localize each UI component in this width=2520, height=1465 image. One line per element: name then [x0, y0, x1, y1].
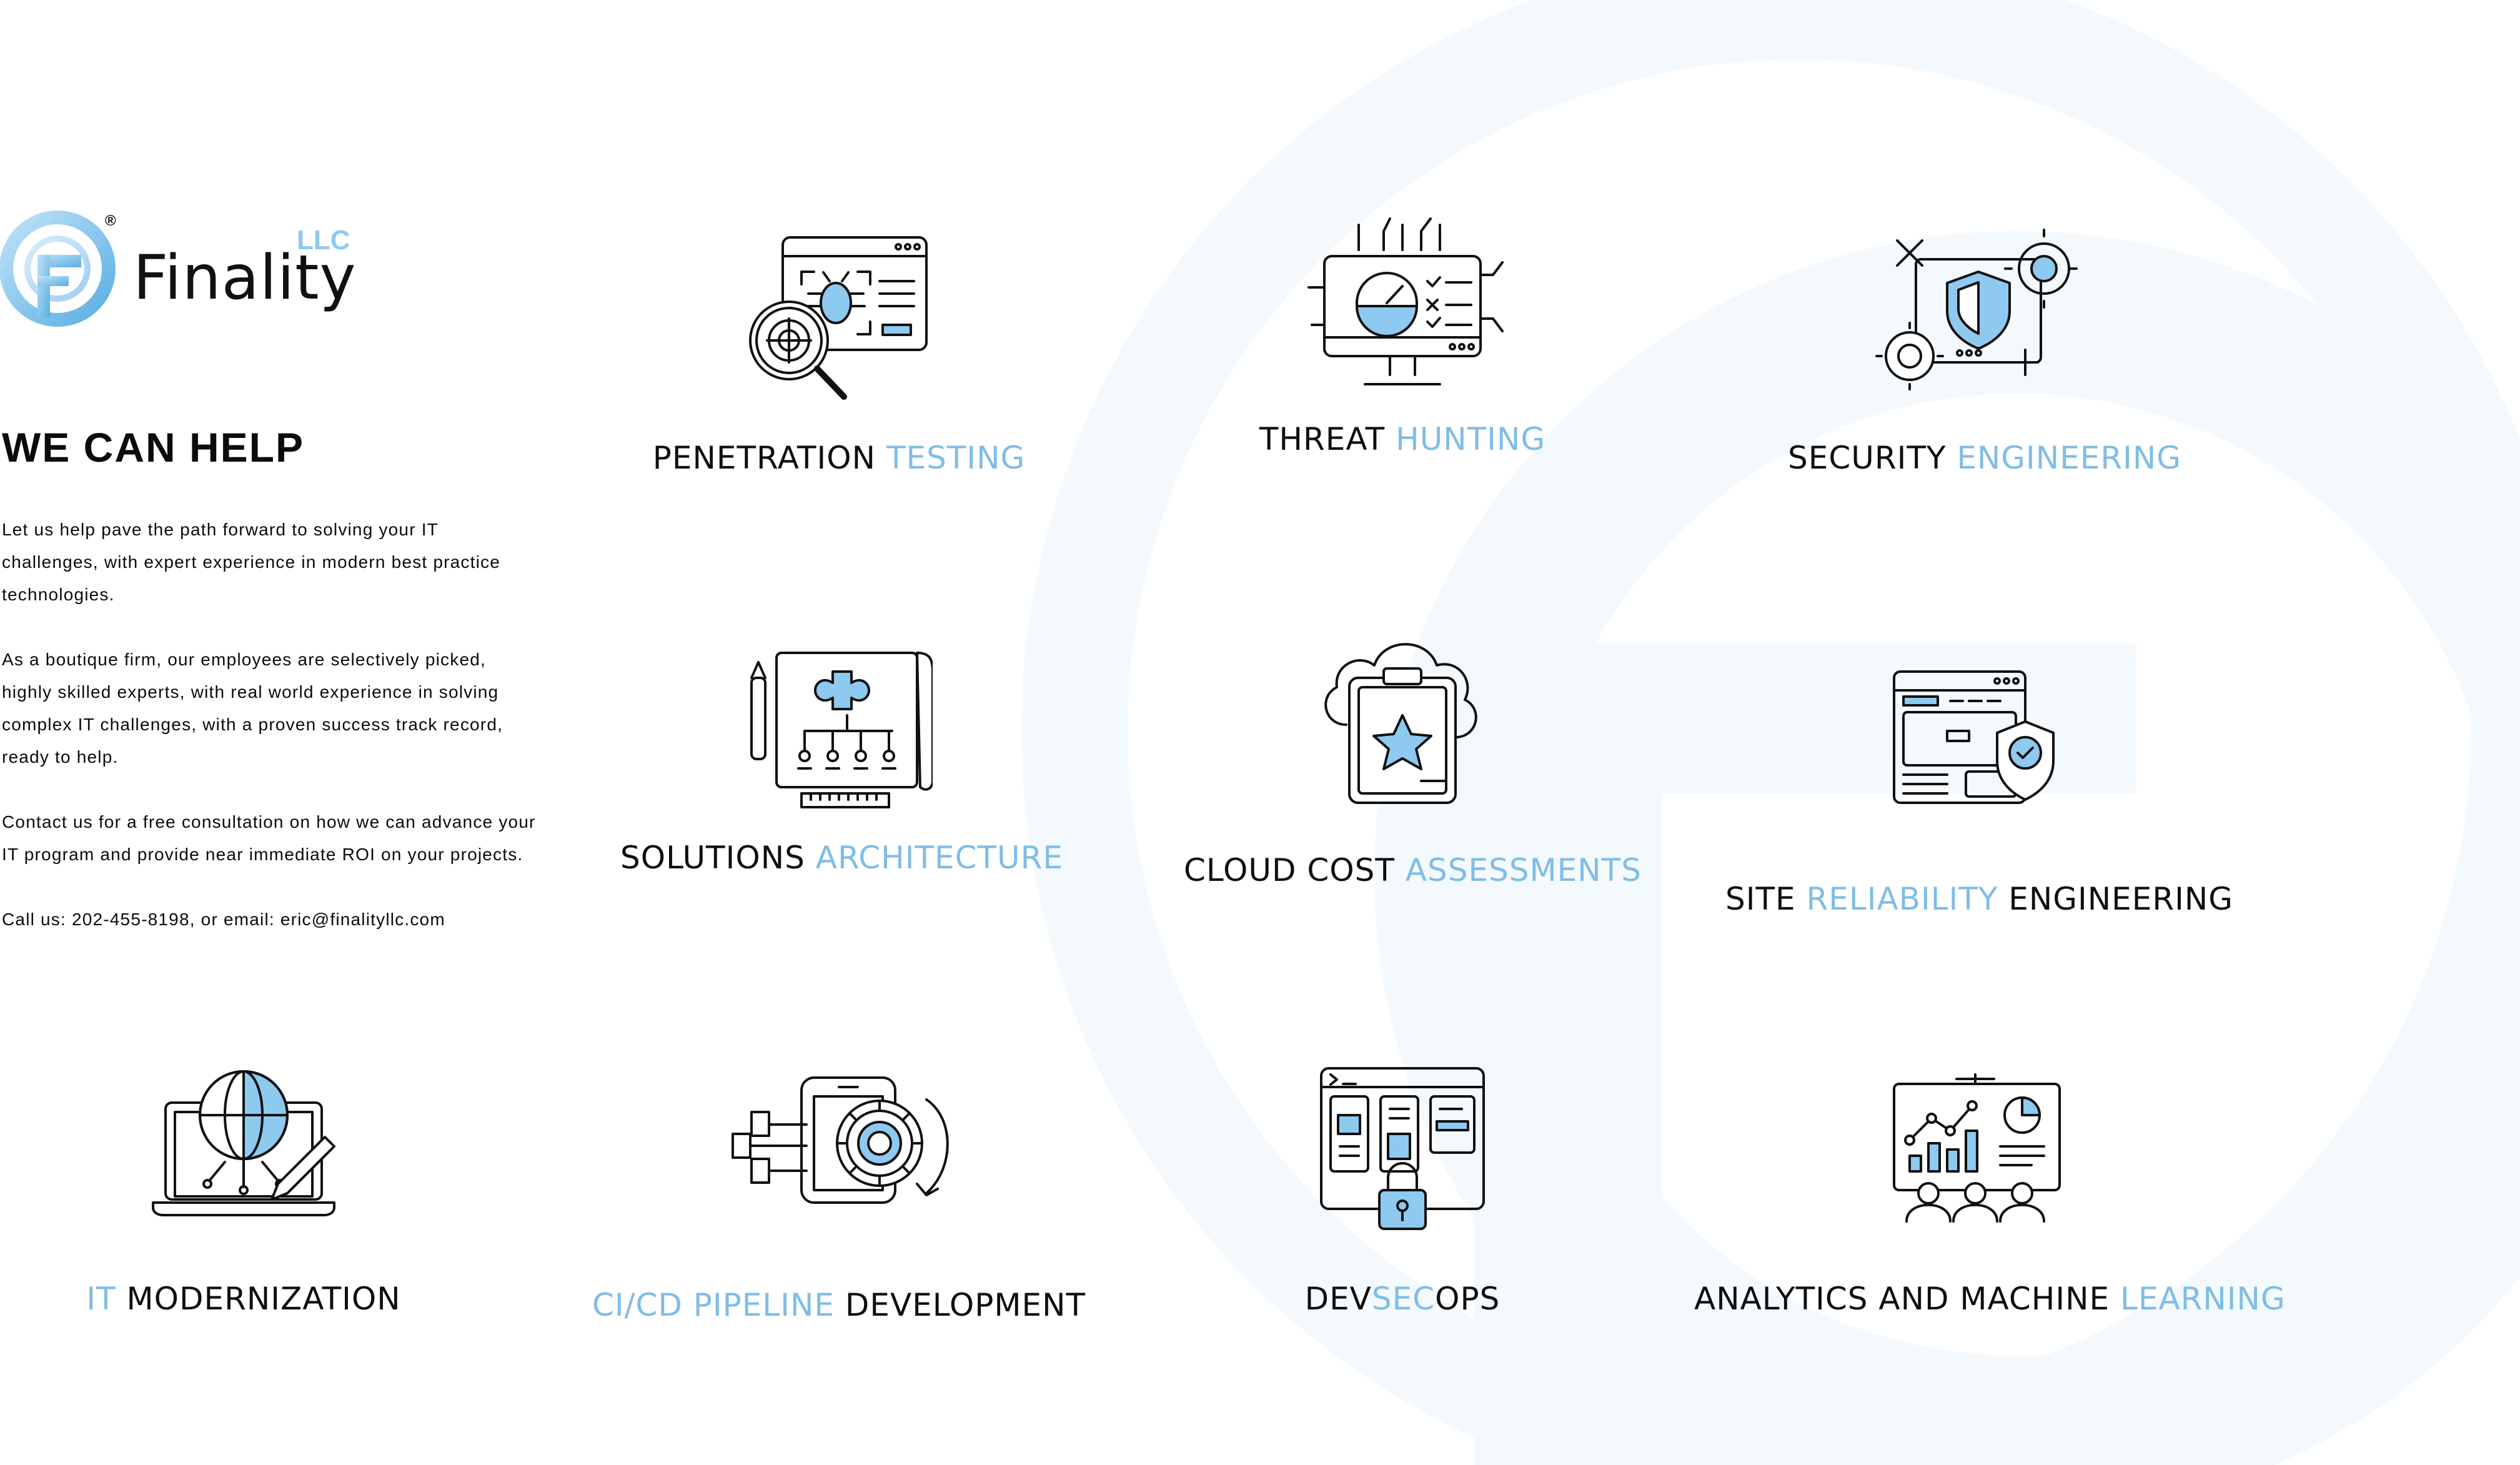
- service-site-reliability-engineering[interactable]: SITE RELIABILITY ENGINEERING: [1725, 668, 2233, 917]
- service-analytics-machine-learning[interactable]: ANALYTICS AND MACHINE LEARNING: [1694, 1071, 2286, 1317]
- intro-paragraph: As a boutique firm, our employees are se…: [2, 650, 504, 767]
- security-engineering-icon: [1875, 229, 2078, 390]
- cicd-pipeline-icon: [732, 1076, 949, 1204]
- cloud-cost-icon: [1324, 643, 1477, 804]
- service-label: CI/CD PIPELINE DEVELOPMENT: [592, 1287, 1086, 1323]
- service-label: SITE RELIABILITY ENGINEERING: [1725, 881, 2233, 917]
- service-label: IT MODERNIZATION: [86, 1281, 401, 1317]
- finality-logo-icon: [0, 211, 116, 327]
- service-cicd-pipeline-development[interactable]: CI/CD PIPELINE DEVELOPMENT: [589, 1075, 1089, 1323]
- service-threat-hunting[interactable]: THREAT HUNTING: [1215, 206, 1590, 457]
- brand-suffix: LLC: [297, 225, 350, 256]
- registered-mark: ®: [105, 212, 116, 229]
- service-it-modernization[interactable]: IT MODERNIZATION: [56, 1068, 431, 1317]
- service-label: ANALYTICS AND MACHINE LEARNING: [1694, 1281, 2286, 1317]
- contact-line[interactable]: Call us: 202-455-8198, or email: eric@fi…: [2, 910, 445, 929]
- analytics-icon: [1893, 1073, 2061, 1223]
- service-security-engineering[interactable]: SECURITY ENGINEERING: [1788, 225, 2182, 476]
- intro-paragraph: Let us help pave the path forward to sol…: [2, 520, 500, 604]
- service-label: THREAT HUNTING: [1259, 421, 1546, 457]
- threat-hunting-icon: [1307, 217, 1504, 385]
- intro-headline: WE CAN HELP: [2, 424, 304, 470]
- service-label: DEVSECOPS: [1304, 1281, 1501, 1317]
- intro-copy: Let us help pave the path forward to sol…: [2, 514, 539, 968]
- site-reliability-icon: [1893, 670, 2055, 804]
- solutions-architecture-icon: [750, 652, 933, 808]
- service-penetration-testing[interactable]: PENETRATION TESTING: [652, 231, 1026, 476]
- service-label: CLOUD COST ASSESSMENTS: [1184, 852, 1642, 888]
- service-label: SECURITY ENGINEERING: [1788, 440, 2182, 476]
- intro-paragraph: Contact us for a free consultation on ho…: [2, 812, 536, 864]
- penetration-testing-icon: [749, 236, 928, 400]
- finality-logo[interactable]: ® Finality LLC: [0, 206, 362, 331]
- service-label: PENETRATION TESTING: [652, 440, 1026, 476]
- brand-name: Finality: [133, 242, 357, 314]
- service-cloud-cost-assessments[interactable]: CLOUD COST ASSESSMENTS: [1184, 631, 1642, 888]
- it-modernization-icon: [152, 1070, 335, 1216]
- devsecops-icon: [1320, 1067, 1485, 1230]
- service-devsecops[interactable]: DEVSECOPS: [1215, 1065, 1590, 1317]
- service-label: SOLUTIONS ARCHITECTURE: [620, 840, 1063, 876]
- service-solutions-architecture[interactable]: SOLUTIONS ARCHITECTURE: [620, 643, 1063, 876]
